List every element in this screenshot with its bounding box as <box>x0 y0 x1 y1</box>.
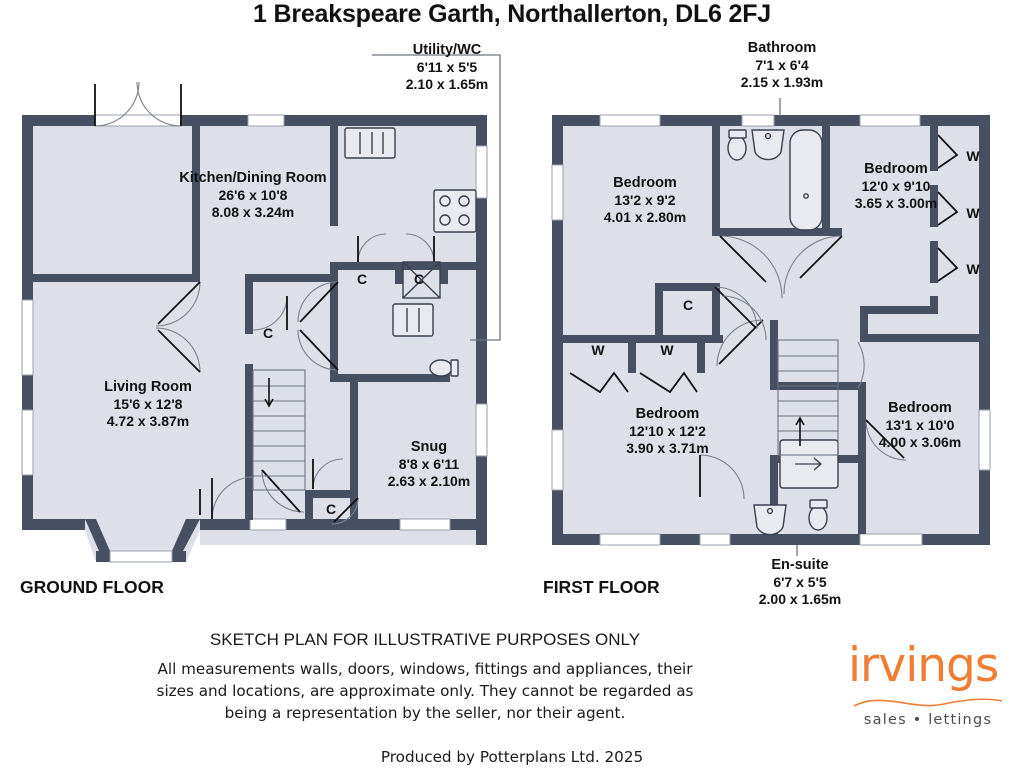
first-interior-walls <box>563 126 990 534</box>
utility-leader <box>372 54 501 341</box>
room-label-bedroom-2: Bedroom 12'0 x 9'10 3.65 x 3.00m <box>854 161 938 211</box>
room-label-bedroom-1: Bedroom 13'2 x 9'2 4.01 x 2.80m <box>603 175 687 225</box>
room-label-utility: Utility/WC 6'11 x 5'5 2.10 x 1.65m <box>405 42 489 92</box>
produced-by: Produced by Potterplans Ltd. 2025 <box>380 748 644 766</box>
room-label-snug: Snug 8'8 x 6'11 2.63 x 2.10m <box>387 439 471 489</box>
floor-label-first: FIRST FLOOR <box>543 577 660 597</box>
disclaimer-line-2: sizes and locations, are approximate onl… <box>156 682 694 701</box>
cupboard-marker-hall: C <box>262 325 274 341</box>
wardrobe-marker-mid: W <box>660 342 674 358</box>
irvings-logo[interactable]: irvings sales • lettings <box>848 636 1008 732</box>
logo-wordmark: irvings <box>848 638 999 693</box>
disclaimer-line-1: All measurements walls, doors, windows, … <box>157 660 693 678</box>
sketch-note: SKETCH PLAN FOR ILLUSTRATIVE PURPOSES ON… <box>209 630 641 649</box>
cupboard-marker-kitchen-right: C <box>413 271 425 287</box>
ensuite-fixtures <box>753 439 839 536</box>
logo-wave-icon <box>853 698 1003 707</box>
ground-doors <box>94 81 441 525</box>
logo-tagline: sales • lettings <box>863 712 993 728</box>
cupboard-marker-landing: C <box>682 297 694 313</box>
utility-fixtures <box>392 303 459 377</box>
room-label-bathroom: Bathroom 7'1 x 6'4 2.15 x 1.93m <box>740 40 824 90</box>
first-windows <box>551 114 991 546</box>
room-label-kitchen: Kitchen/Dining Room 26'6 x 10'8 8.08 x 3… <box>179 170 327 220</box>
wardrobe-marker-r3: W <box>966 261 980 277</box>
cupboard-marker-snug: C <box>325 501 337 517</box>
wardrobe-marker-r1: W <box>966 148 980 164</box>
ground-floor-plan <box>21 54 501 563</box>
ground-stairs <box>252 369 306 491</box>
room-label-bedroom-3: Bedroom 12'10 x 12'2 3.90 x 3.71m <box>626 406 709 456</box>
wardrobe-marker-left: W <box>591 342 605 358</box>
room-label-ensuite: En-suite 6'7 x 5'5 2.00 x 1.65m <box>758 557 842 607</box>
disclaimer-line-3: being a representation by the seller, no… <box>224 704 626 723</box>
disclaimer: All measurements walls, doors, windows, … <box>0 658 850 724</box>
page-title: 1 Breakspeare Garth, Northallerton, DL6 … <box>253 0 771 28</box>
bathroom-fixtures <box>727 129 823 231</box>
cupboard-marker-kitchen-left: C <box>356 271 368 287</box>
kitchen-fixtures <box>344 127 477 233</box>
first-stairs <box>777 339 839 456</box>
room-label-bedroom-4: Bedroom 13'1 x 10'0 4.00 x 3.06m <box>878 400 962 450</box>
wardrobe-marker-r2: W <box>966 205 980 221</box>
floor-label-ground: GROUND FLOOR <box>20 577 164 597</box>
first-doors <box>569 134 959 500</box>
room-label-living: Living Room 15'6 x 12'8 4.72 x 3.87m <box>104 379 192 429</box>
first-floor-plan <box>551 98 991 556</box>
